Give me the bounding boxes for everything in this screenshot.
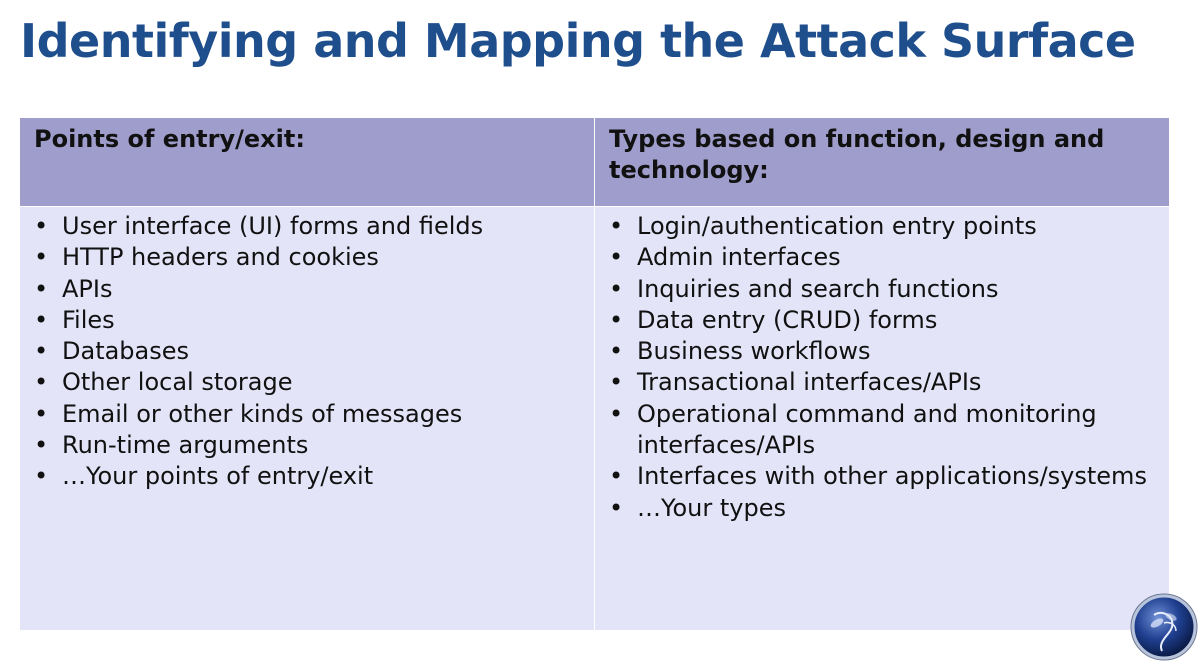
list-item: User interface (UI) forms and fields <box>32 211 584 243</box>
list-item: Run-time arguments <box>32 430 584 462</box>
list-item: Files <box>32 305 584 337</box>
list-item: Transactional interfaces/APIs <box>607 367 1159 399</box>
list-item: Data entry (CRUD) forms <box>607 305 1159 337</box>
list-item: Databases <box>32 336 584 368</box>
entry-exit-cell: User interface (UI) forms and fields HTT… <box>20 206 594 630</box>
types-cell: Login/authentication entry points Admin … <box>594 206 1169 630</box>
list-item: HTTP headers and cookies <box>32 242 584 274</box>
list-item: Admin interfaces <box>607 242 1159 274</box>
list-item: Email or other kinds of messages <box>32 399 584 431</box>
types-list: Login/authentication entry points Admin … <box>607 211 1159 524</box>
list-item: …Your points of entry/exit <box>32 461 584 493</box>
entry-exit-list: User interface (UI) forms and fields HTT… <box>32 211 584 493</box>
list-item: …Your types <box>607 493 1159 525</box>
list-item: Other local storage <box>32 367 584 399</box>
list-item: Inquiries and search functions <box>607 274 1159 306</box>
attack-surface-table: Points of entry/exit: Types based on fun… <box>20 118 1169 630</box>
column-header-types: Types based on function, design and tech… <box>594 118 1169 206</box>
list-item: Business workflows <box>607 336 1159 368</box>
list-item: Login/authentication entry points <box>607 211 1159 243</box>
list-item: Operational command and monitoring inter… <box>607 399 1159 462</box>
owasp-wasp-logo-icon <box>1130 593 1198 661</box>
column-header-entry-exit: Points of entry/exit: <box>20 118 594 206</box>
list-item: APIs <box>32 274 584 306</box>
list-item: Interfaces with other applications/syste… <box>607 461 1159 493</box>
slide-title: Identifying and Mapping the Attack Surfa… <box>20 14 1136 68</box>
